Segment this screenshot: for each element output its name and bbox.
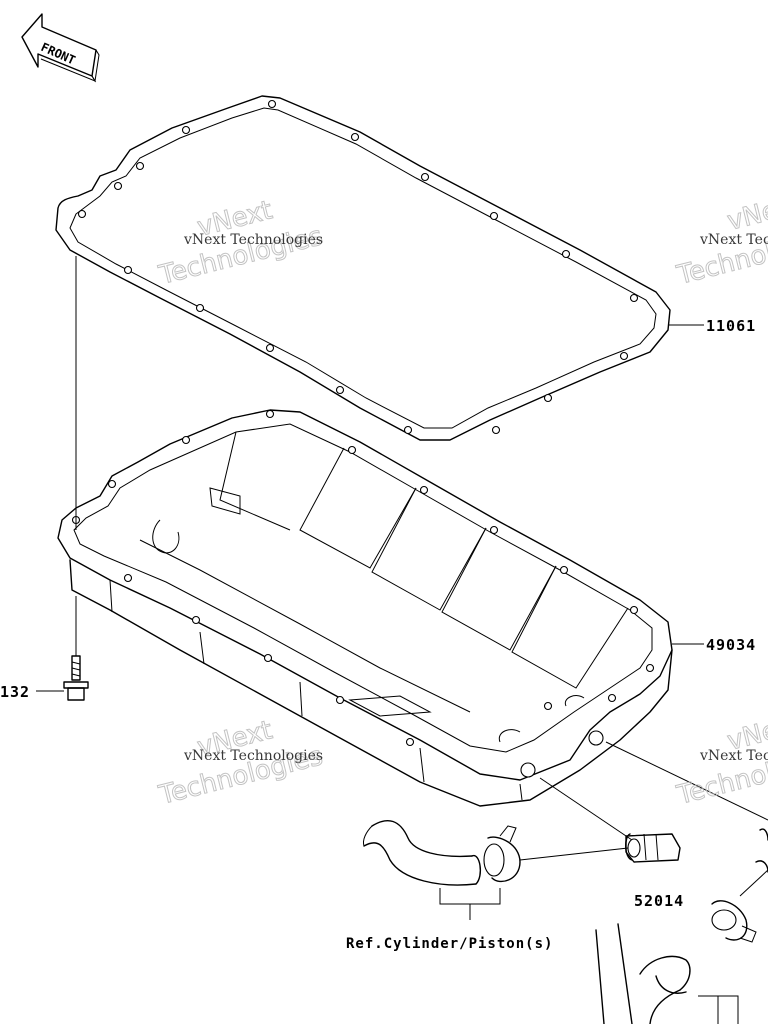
svg-text:vNext Technologies: vNext Technologies bbox=[699, 748, 768, 764]
oil-pan bbox=[57, 409, 673, 807]
flange-bolt bbox=[63, 256, 89, 701]
breather-hose bbox=[363, 819, 629, 920]
svg-text:vNext Technologies: vNext Technologies bbox=[699, 232, 768, 248]
part-number-fitting: 52014 bbox=[634, 892, 684, 910]
gasket-bolt-holes bbox=[77, 99, 639, 435]
right-hose-assembly bbox=[595, 741, 768, 1024]
reference-label: Ref.Cylinder/Piston(s) bbox=[346, 936, 553, 952]
part-number-gasket: 11061 bbox=[706, 317, 756, 335]
oil-pan-bolt-holes bbox=[71, 409, 655, 747]
svg-text:vNext Technologies: vNext Technologies bbox=[183, 748, 323, 764]
part-number-bolt: 132 bbox=[0, 683, 30, 701]
oil-pan-gasket bbox=[55, 95, 671, 441]
svg-text:vNext: vNext bbox=[724, 189, 768, 236]
part-number-oil-pan: 49034 bbox=[706, 636, 756, 654]
front-arrow-icon: FRONT bbox=[21, 13, 100, 83]
front-arrow-label: FRONT bbox=[39, 40, 78, 67]
svg-text:vNext Technologies: vNext Technologies bbox=[183, 232, 323, 248]
oil-fitting bbox=[539, 777, 681, 863]
